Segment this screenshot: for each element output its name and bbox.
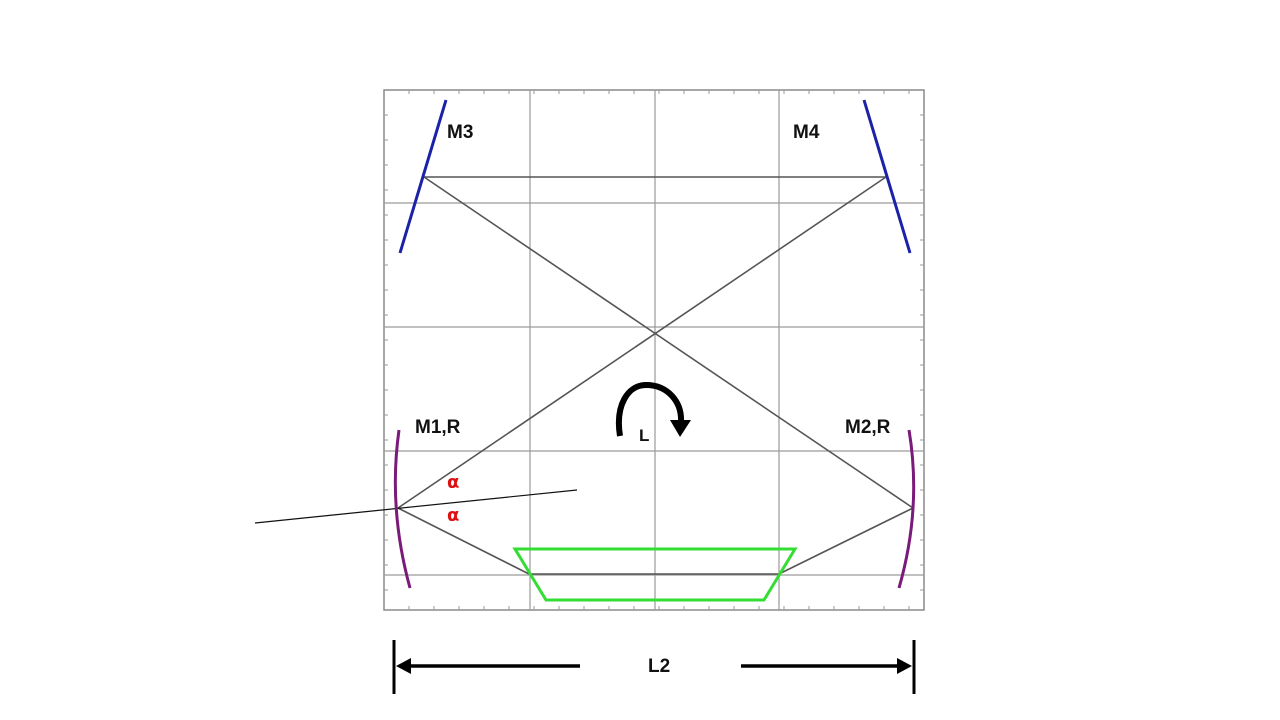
beam-m3-m2 — [423, 176, 914, 509]
mirror-m4 — [862, 99, 912, 254]
beam-crystal-m2 — [778, 507, 914, 575]
grid-vertical-lines — [529, 90, 780, 610]
beam-m1-m4 — [397, 176, 887, 509]
label-m4: M4 — [793, 122, 820, 143]
beam-m1-crystal — [397, 507, 530, 575]
label-rotation: L — [639, 426, 649, 445]
mirror-m3 — [398, 99, 448, 254]
label-span: L2 — [648, 656, 670, 677]
grid-horizontal-lines — [384, 202, 924, 576]
double-headed-arrow-icon — [392, 640, 916, 694]
crystal — [512, 547, 798, 602]
label-alpha-lower: α — [447, 505, 459, 526]
grid — [383, 89, 925, 611]
label-m2: M2,R — [845, 417, 891, 438]
input-beam-line — [254, 489, 578, 524]
mirror-m2 — [897, 429, 916, 589]
label-m1: M1,R — [415, 417, 461, 438]
mirror-m1 — [393, 429, 412, 589]
curved-arrow-clockwise-icon — [615, 381, 691, 437]
grid-tick-marks — [384, 90, 924, 610]
label-alpha-upper: α — [447, 472, 459, 493]
label-m3: M3 — [447, 122, 473, 143]
beam-path — [397, 176, 914, 575]
grid-border — [383, 89, 925, 611]
